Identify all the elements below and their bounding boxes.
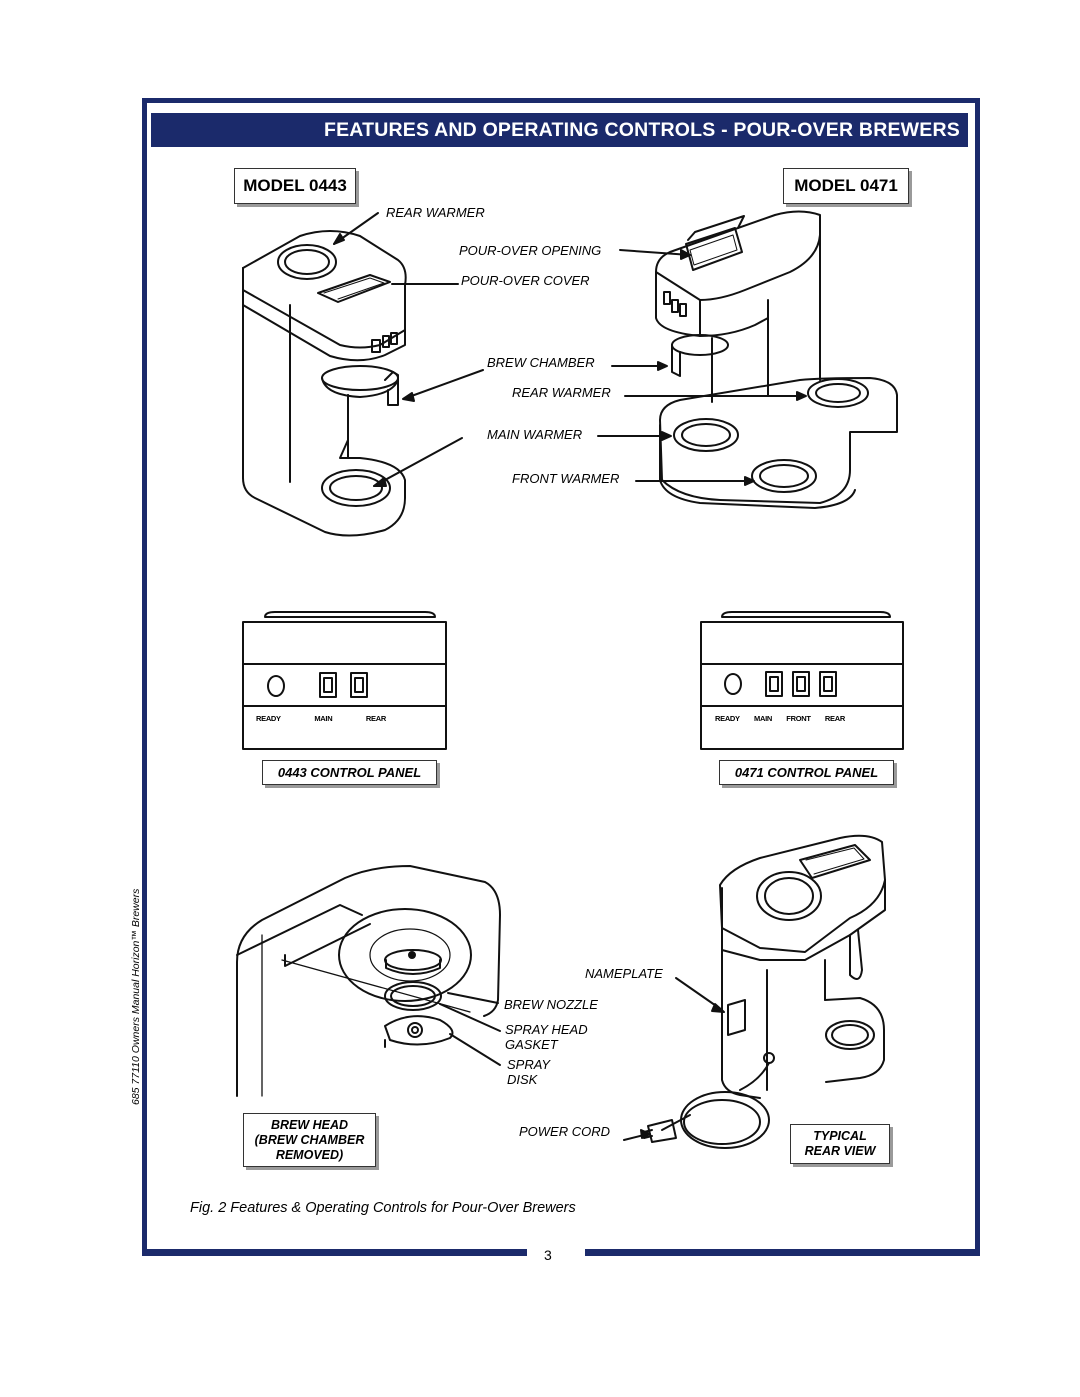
brew-head-label: BREW HEAD (BREW CHAMBER REMOVED) bbox=[243, 1113, 376, 1167]
main-label: MAIN bbox=[754, 714, 773, 723]
typical-rear-view-label: TYPICAL REAR VIEW bbox=[790, 1124, 890, 1164]
rear-label: REAR bbox=[824, 714, 845, 723]
figure-caption: Fig. 2 Features & Operating Controls for… bbox=[190, 1200, 576, 1216]
main-label: MAIN bbox=[314, 714, 333, 723]
brew-head-line3: REMOVED) bbox=[275, 1147, 344, 1162]
brew-head-illustration bbox=[236, 865, 501, 1097]
pour-over-cover-callout: POUR-OVER COVER bbox=[461, 273, 590, 288]
rear-view-line2: REAR VIEW bbox=[804, 1144, 876, 1158]
brew-nozzle-callout: BREW NOZZLE bbox=[504, 997, 598, 1012]
manual-side-text: 685 77110 Owners Manual Horizon™ Brewers bbox=[130, 888, 142, 1105]
brew-head-line2: (BREW CHAMBER bbox=[254, 1132, 365, 1147]
rear-label: REAR bbox=[365, 714, 386, 723]
main-warmer-callout: MAIN WARMER bbox=[487, 427, 583, 442]
brew-head-line1: BREW HEAD bbox=[270, 1117, 349, 1132]
control-panel-0471-switch-labels: READY MAIN FRONT REAR bbox=[715, 714, 845, 723]
footer-rule-right bbox=[585, 1249, 980, 1256]
pour-over-opening-callout: POUR-OVER OPENING bbox=[459, 243, 602, 258]
front-warmer-callout: FRONT WARMER bbox=[512, 471, 620, 486]
control-panel-0443-illustration bbox=[242, 611, 447, 750]
page-title: FEATURES AND OPERATING CONTROLS - POUR-O… bbox=[151, 113, 968, 147]
rear-warmer-callout: REAR WARMER bbox=[512, 385, 611, 400]
model-0443-brewer-illustration bbox=[242, 230, 407, 537]
model-0471-brewer-illustration bbox=[655, 210, 898, 509]
control-panel-0443-switch-labels: READY MAIN REAR bbox=[256, 714, 386, 723]
rear-warmer-top-callout: REAR WARMER bbox=[386, 205, 485, 220]
control-panel-0443-title: 0443 CONTROL PANEL bbox=[262, 760, 437, 785]
spray-disk-callout: SPRAY DISK bbox=[507, 1057, 551, 1087]
ready-label: READY bbox=[715, 714, 740, 723]
spray-head-gasket-callout: SPRAY HEAD GASKET bbox=[505, 1022, 588, 1052]
rear-view-line1: TYPICAL bbox=[813, 1129, 867, 1143]
control-panel-0471-illustration bbox=[700, 611, 904, 750]
nameplate-callout: NAMEPLATE bbox=[585, 966, 663, 981]
page-frame bbox=[142, 98, 980, 1256]
page-number: 3 bbox=[544, 1247, 552, 1263]
ready-label: READY bbox=[256, 714, 281, 723]
control-panel-0471-title: 0471 CONTROL PANEL bbox=[719, 760, 894, 785]
brew-chamber-callout: BREW CHAMBER bbox=[487, 355, 595, 370]
rear-view-brewer-illustration bbox=[643, 834, 886, 1149]
footer-rule-left bbox=[142, 1249, 527, 1256]
front-label: FRONT bbox=[786, 714, 811, 723]
power-cord-callout: POWER CORD bbox=[519, 1124, 610, 1139]
model-0443-label: MODEL 0443 bbox=[234, 168, 356, 204]
model-0471-label: MODEL 0471 bbox=[783, 168, 909, 204]
